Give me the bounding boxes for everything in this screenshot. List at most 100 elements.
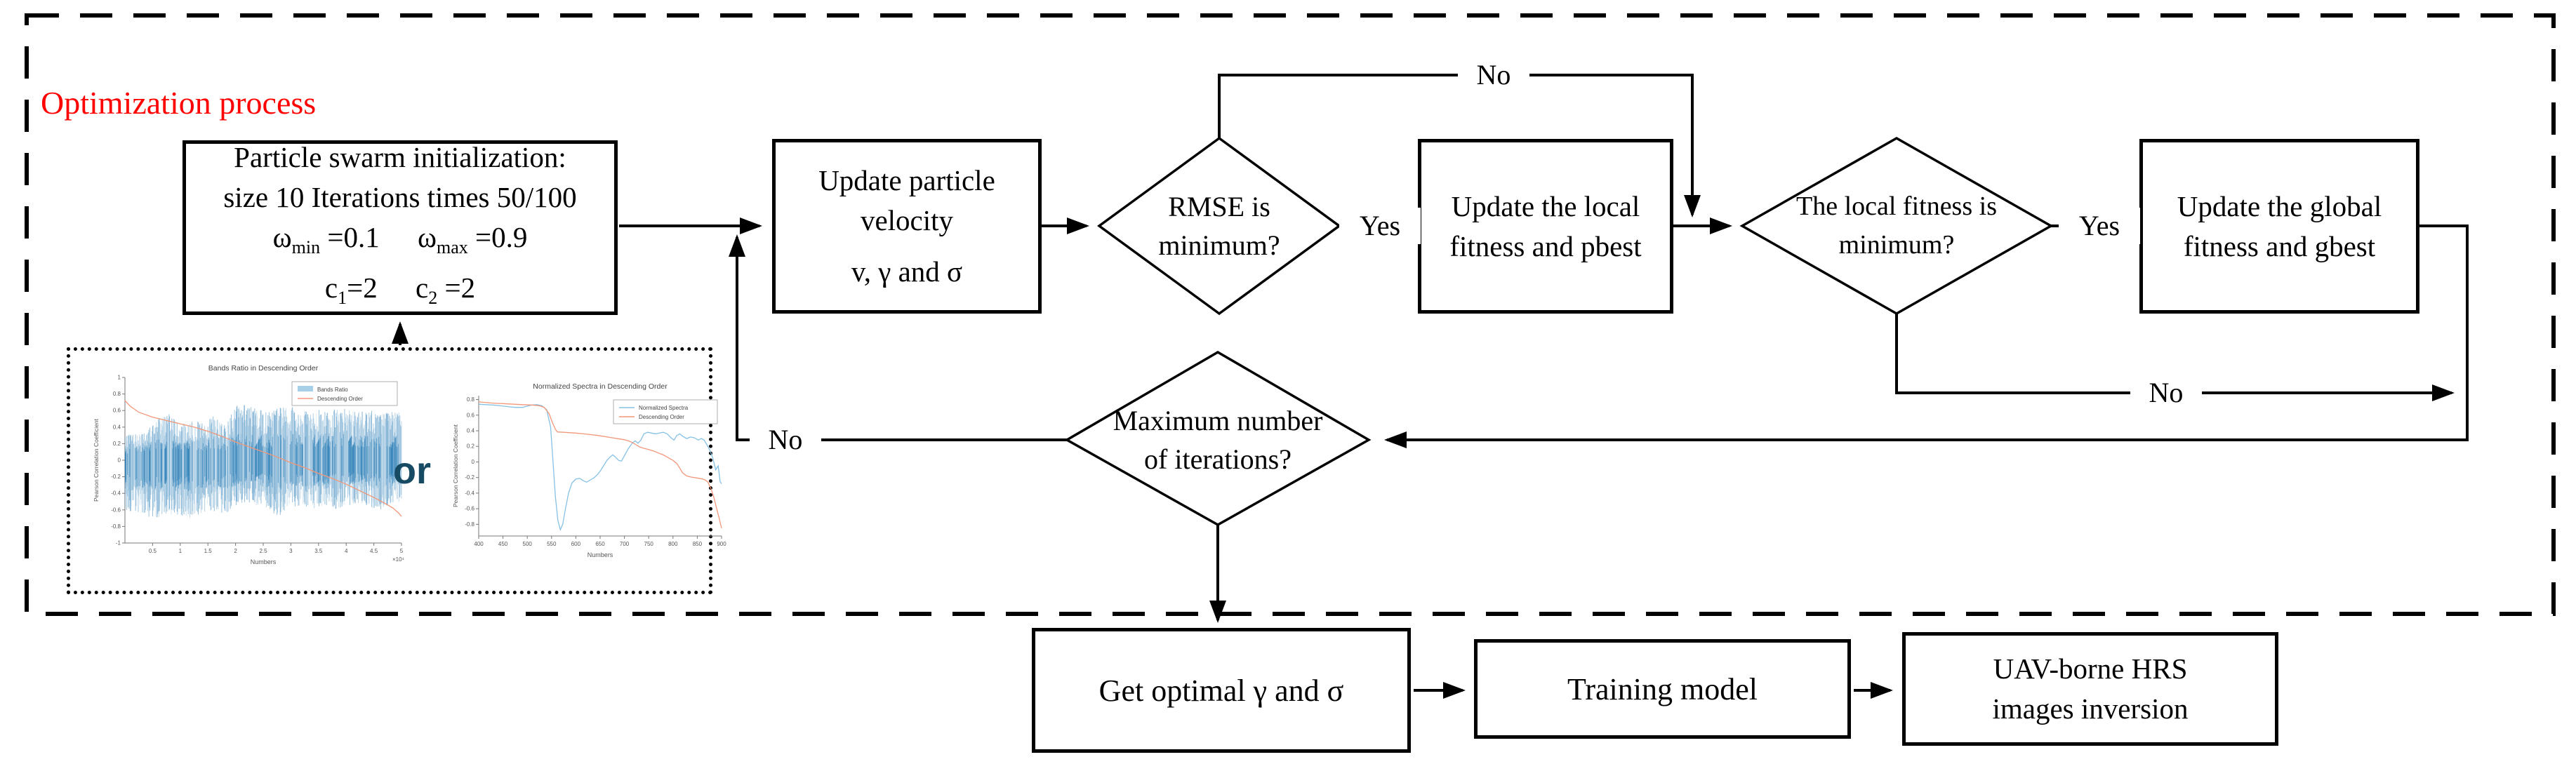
arrow-rmse-no-bypass xyxy=(1218,74,1701,217)
x-tick-label: 650 xyxy=(595,541,605,547)
y-tick-label: 0 xyxy=(472,459,475,465)
x-axis-label: Numbers xyxy=(251,558,277,565)
update-pbest-box: Update the local fitness and pbest xyxy=(1418,139,1673,314)
y-tick-label: 0.8 xyxy=(467,396,475,403)
x-tick-label: 400 xyxy=(474,541,484,547)
init-omegas: ωmin =0.1 ωmax =0.9 xyxy=(272,221,528,258)
x-tick-label: 550 xyxy=(547,541,557,547)
maxiter-line2: of iterations? xyxy=(1144,443,1292,475)
arrow-gbest-to-maxiter xyxy=(1384,224,2469,448)
arrow-maxiter-no-return xyxy=(729,234,1067,441)
y-axis-label: Pearson Correlation Coefficient xyxy=(93,418,100,502)
x-tick-label: 0.5 xyxy=(149,548,157,554)
maxiter-line1: Maximum number xyxy=(1113,405,1323,436)
yes-label-rmse: Yes xyxy=(1339,208,1421,244)
x-tick-label: 850 xyxy=(693,541,703,547)
legend-box xyxy=(291,381,398,406)
x-tick-label: 1 xyxy=(179,548,182,554)
x-tick-label: 3 xyxy=(289,548,293,554)
rmse-line1: RMSE is xyxy=(1168,191,1270,222)
x-tick-label: 5 xyxy=(400,548,404,554)
series-descending-order xyxy=(124,400,402,517)
uav-line2: images inversion xyxy=(1992,692,2189,725)
pbest-line2: fitness and pbest xyxy=(1449,229,1642,262)
training-model-box: Training model xyxy=(1474,639,1851,739)
y-tick-label: 0.6 xyxy=(113,408,121,414)
yes-label-local: Yes xyxy=(2059,208,2140,244)
uav-line1: UAV-borne HRS xyxy=(1993,652,2188,685)
x-tick-label: 800 xyxy=(668,541,678,547)
local-line2: minimum? xyxy=(1838,230,1955,260)
y-tick-label: 0.4 xyxy=(467,428,475,434)
x-tick-label: 750 xyxy=(644,541,654,547)
get-optimal-box: Get optimal γ and σ xyxy=(1032,628,1411,753)
max-iterations-diamond-text: Maximum number of iterations? xyxy=(1063,398,1372,482)
init-constants: c1=2 c2 =2 xyxy=(324,271,476,308)
x-exponent-label: ×10⁴ xyxy=(392,556,405,563)
training-model-label: Training model xyxy=(1567,671,1758,706)
x-tick-label: 500 xyxy=(523,541,533,547)
x-tick-label: 700 xyxy=(620,541,630,547)
x-tick-label: 600 xyxy=(571,541,581,547)
get-optimal-label: Get optimal γ and σ xyxy=(1098,673,1344,708)
rmse-diamond xyxy=(1097,136,1341,316)
y-tick-label: 0.2 xyxy=(113,441,121,447)
legend-box xyxy=(613,399,718,424)
local-fitness-diamond xyxy=(1739,136,2054,316)
velocity-line2: velocity xyxy=(860,204,954,236)
velocity-line3: v, γ and σ xyxy=(851,255,963,288)
velocity-line1: Update particle xyxy=(818,164,995,196)
y-tick-label: 0.8 xyxy=(113,391,121,397)
no-label-return: No xyxy=(750,422,821,458)
legend-label: Descending Order xyxy=(639,414,684,420)
frame-title: Optimization process xyxy=(41,85,317,121)
legend-label: Normalized Spectra xyxy=(639,405,689,411)
x-tick-label: 2.5 xyxy=(259,548,267,554)
y-tick-label: -0.6 xyxy=(111,507,121,513)
y-tick-label: -1 xyxy=(116,540,121,547)
y-tick-label: 0 xyxy=(118,457,121,464)
max-iterations-diamond xyxy=(1064,350,1372,527)
x-axis-label: Numbers xyxy=(587,551,613,558)
legend-swatch xyxy=(298,386,313,391)
chart-title: Bands Ratio in Descending Order xyxy=(208,364,319,373)
gbest-line2: fitness and gbest xyxy=(2183,229,2376,262)
no-label-top: No xyxy=(1458,57,1529,93)
arrow-local-no-merge xyxy=(1895,312,2455,401)
y-tick-label: 0.4 xyxy=(113,424,121,430)
init-line2: size 10 Iterations times 50/100 xyxy=(223,181,577,214)
series-normalized-spectra xyxy=(478,403,722,532)
series-descending-order xyxy=(478,401,722,529)
y-tick-label: 0.2 xyxy=(467,443,475,450)
x-tick-label: 4 xyxy=(345,548,348,554)
x-tick-label: 3.5 xyxy=(314,548,323,554)
gbest-line1: Update the global xyxy=(2177,189,2382,222)
local-line1: The local fitness is xyxy=(1796,192,1997,221)
y-tick-label: -0.4 xyxy=(111,490,121,497)
or-label: or xyxy=(393,450,431,492)
particle-init-box: Particle swarm initialization: size 10 I… xyxy=(182,140,618,315)
x-tick-label: 450 xyxy=(498,541,508,547)
y-tick-label: -0.6 xyxy=(465,506,474,512)
chart-title: Normalized Spectra in Descending Order xyxy=(533,382,668,391)
y-tick-label: -0.8 xyxy=(465,521,474,528)
x-tick-label: 2 xyxy=(234,548,237,554)
init-line1: Particle swarm initialization: xyxy=(234,141,566,174)
update-velocity-box: Update particle velocity v, γ and σ xyxy=(772,139,1042,314)
local-fitness-diamond-text: The local fitness is minimum? xyxy=(1746,184,2047,268)
update-gbest-box: Update the global fitness and gbest xyxy=(2139,139,2419,314)
y-tick-label: -0.2 xyxy=(111,474,121,480)
y-tick-label: 0.6 xyxy=(467,412,475,418)
y-axis-label: Pearson Correlation Coefficient xyxy=(452,424,459,507)
uav-inversion-box: UAV-borne HRS images inversion xyxy=(1902,632,2278,746)
band-series xyxy=(124,405,402,518)
y-tick-label: -0.2 xyxy=(465,474,474,481)
rmse-diamond-text: RMSE is minimum? xyxy=(1114,184,1324,268)
rmse-line2: minimum? xyxy=(1158,229,1280,261)
legend-label: Descending Order xyxy=(317,396,363,402)
